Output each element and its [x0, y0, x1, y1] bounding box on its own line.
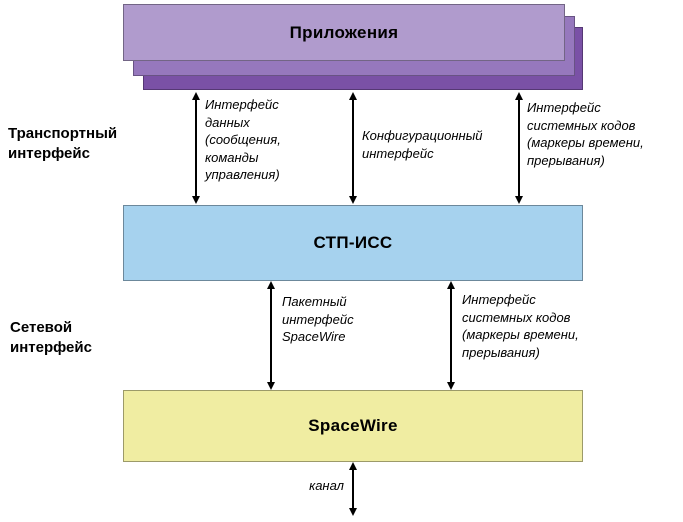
arrow-data-interface — [192, 92, 200, 204]
arrow-config-interface — [349, 92, 357, 204]
label-channel: канал — [309, 478, 344, 493]
arrow-system-codes-top — [515, 92, 523, 204]
arrow-channel — [349, 462, 357, 516]
applications-box: Приложения — [123, 4, 565, 61]
side-label-network-interface: Сетевой интерфейс — [10, 319, 92, 356]
label-config-interface: Конфигурационный интерфейс — [362, 128, 483, 161]
label-system-codes-top: Интерфейс системных кодов (маркеры време… — [527, 100, 644, 168]
stp-iss-box: СТП-ИСС — [123, 205, 583, 281]
label-data-interface: Интерфейс данных (сообщения, команды упр… — [205, 97, 281, 183]
side-label-transport-interface: Транспортный интерфейс — [8, 125, 118, 162]
spacewire-box-label: SpaceWire — [308, 416, 398, 435]
label-system-codes-bottom: Интерфейс системных кодов (маркеры време… — [462, 292, 579, 360]
arrow-packet-interface — [267, 281, 275, 390]
spacewire-box: SpaceWire — [123, 390, 583, 462]
label-packet-interface: Пакетный интерфейс SpaceWire — [282, 294, 354, 345]
stp-iss-box-label: СТП-ИСС — [313, 233, 393, 252]
applications-box-label: Приложения — [289, 22, 399, 42]
arrow-system-codes-bottom — [447, 281, 455, 390]
